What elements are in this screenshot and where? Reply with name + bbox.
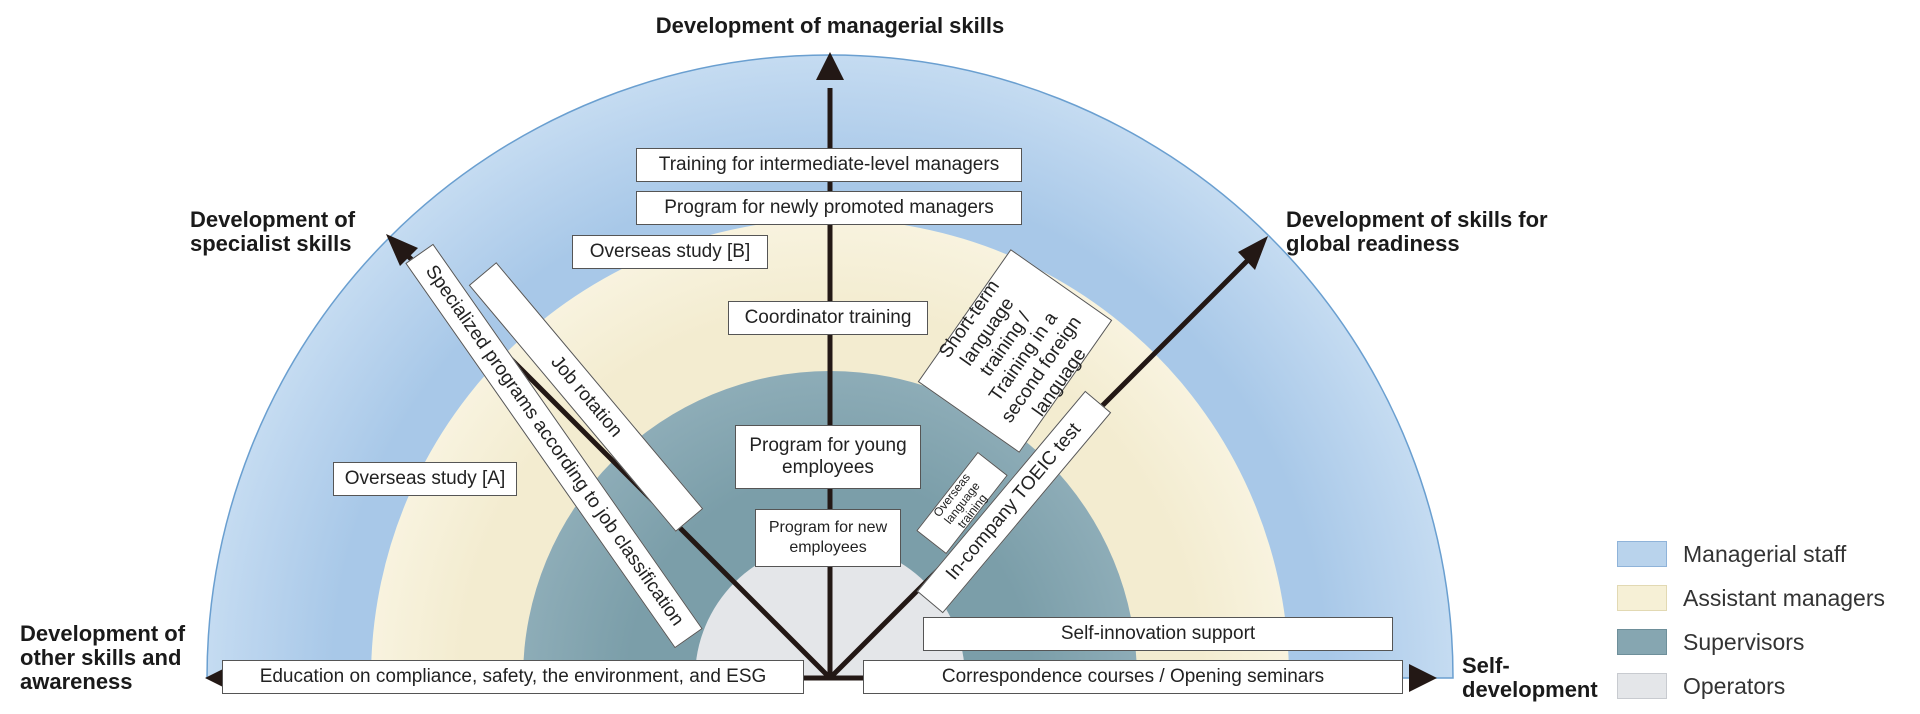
legend-item-assistant-managers: Assistant managers <box>1617 576 1885 620</box>
box-overseas-study-a: Overseas study [A] <box>333 462 517 496</box>
axis-label-upper-left: Development of specialist skills <box>190 207 356 256</box>
axis-label-right: Self-development <box>1462 653 1598 702</box>
box-young-employees: Program for young employees <box>735 425 921 489</box>
box-overseas-study-b: Overseas study [B] <box>572 235 768 269</box>
arrowhead-upper-left <box>386 234 418 266</box>
legend-swatch-assistant-managers <box>1617 585 1667 611</box>
arrowhead-upper-right <box>1238 236 1268 270</box>
legend: Managerial staff Assistant managers Supe… <box>1617 532 1885 708</box>
legend-label-supervisors: Supervisors <box>1683 628 1805 655</box>
box-self-innovation: Self-innovation support <box>923 617 1393 651</box>
legend-item-supervisors: Supervisors <box>1617 620 1885 664</box>
axis-label-top: Development of managerial skills <box>655 13 1005 38</box>
axis-label-upper-right: Development of skills for global readine… <box>1286 207 1548 256</box>
legend-item-managerial-staff: Managerial staff <box>1617 532 1885 576</box>
legend-label-managerial-staff: Managerial staff <box>1683 540 1847 567</box>
box-intermediate-managers: Training for intermediate-level managers <box>636 148 1022 182</box>
box-coordinator-training: Coordinator training <box>728 301 928 335</box>
box-new-employees: Program for new employees <box>755 509 901 567</box>
box-correspondence: Correspondence courses / Opening seminar… <box>863 660 1403 694</box>
arrowhead-right <box>1409 664 1437 692</box>
legend-label-assistant-managers: Assistant managers <box>1683 584 1885 611</box>
legend-item-operators: Operators <box>1617 664 1885 708</box>
legend-swatch-operators <box>1617 673 1667 699</box>
axis-label-left: Development of other skills and awarenes… <box>20 621 186 694</box>
box-compliance: Education on compliance, safety, the env… <box>222 660 804 694</box>
arrowhead-top <box>816 52 844 80</box>
legend-swatch-supervisors <box>1617 629 1667 655</box>
box-newly-promoted-managers: Program for newly promoted managers <box>636 191 1022 225</box>
legend-label-operators: Operators <box>1683 672 1786 699</box>
legend-swatch-managerial-staff <box>1617 541 1667 567</box>
